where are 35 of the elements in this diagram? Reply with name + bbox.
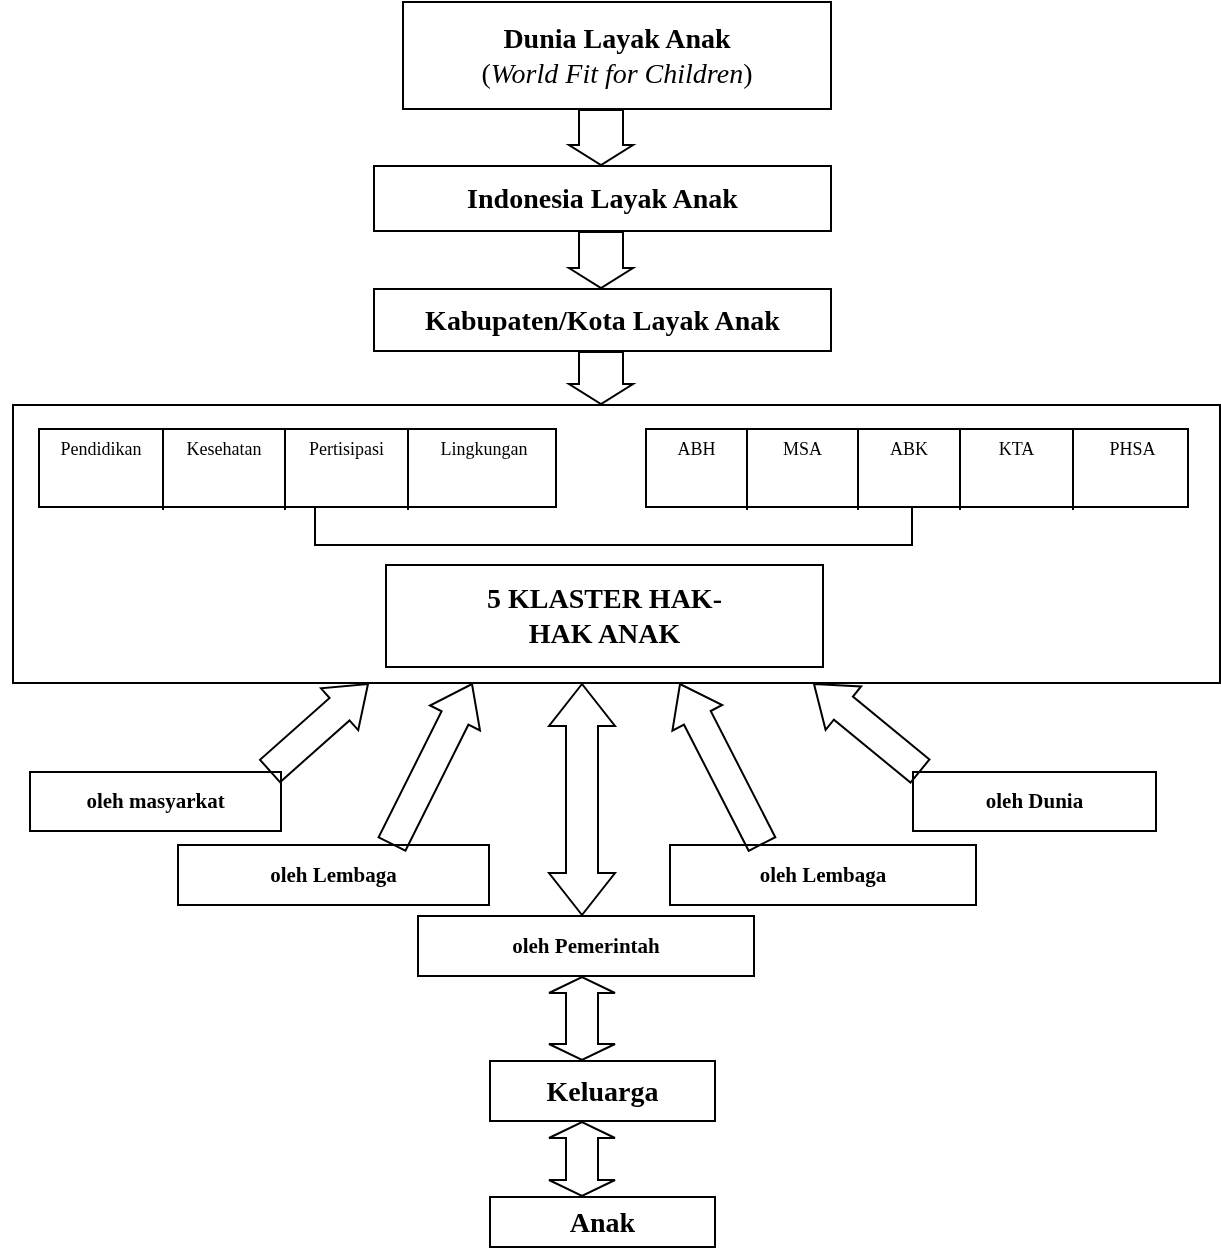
category-label: PHSA: [1109, 438, 1156, 461]
category-label: KTA: [998, 438, 1035, 461]
container-box: [12, 404, 1221, 684]
category-label: ABK: [890, 438, 928, 461]
block-arrow: [812, 682, 931, 784]
double-block-arrow: [548, 975, 616, 1062]
box-label: oleh Lembaga: [270, 861, 397, 889]
bracket-line: [314, 505, 913, 546]
block-arrow: [258, 682, 370, 784]
category-label: Pendidikan: [60, 438, 142, 461]
box-label: Keluarga: [546, 1074, 659, 1109]
category-label: ABH: [677, 438, 716, 461]
block-arrow: [565, 109, 637, 167]
category-label: Pertisipasi: [309, 438, 384, 461]
subtitle-text: (World Fit for Children): [481, 56, 753, 91]
block-arrow: [377, 682, 482, 853]
box-label: 5 KLASTER HAK-HAK ANAK: [486, 582, 723, 651]
box-label: Kabupaten/Kota Layak Anak: [425, 303, 780, 338]
double-block-arrow: [546, 682, 618, 917]
box-label: oleh Pemerintah: [512, 932, 660, 960]
double-block-arrow: [548, 1120, 616, 1198]
category-label: Kesehatan: [186, 438, 262, 461]
box-label: Anak: [569, 1205, 636, 1240]
box-label: oleh Dunia: [985, 788, 1084, 815]
box-label: oleh masyarkat: [86, 788, 225, 815]
block-arrow: [565, 231, 637, 290]
category-label: Lingkungan: [440, 438, 528, 461]
box-label: oleh Lembaga: [759, 861, 887, 889]
category-group-box: [645, 428, 1189, 508]
box-label: Indonesia Layak Anak: [467, 182, 738, 216]
category-label: MSA: [783, 438, 822, 461]
block-arrow: [565, 351, 637, 406]
box-label: Dunia Layak Anak: [503, 21, 731, 56]
block-arrow: [671, 682, 777, 853]
category-group-box: [38, 428, 557, 508]
